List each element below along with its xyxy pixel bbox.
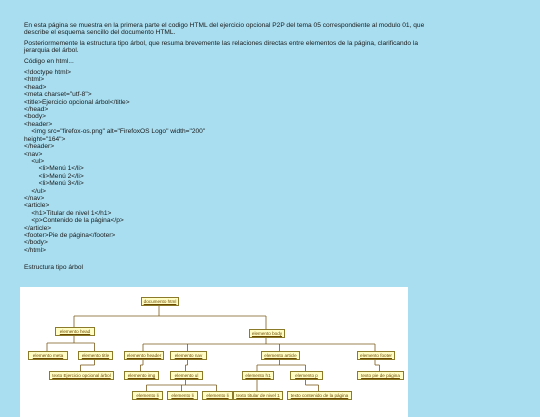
intro-paragraph-1: En esta página se muestra en la primera … — [24, 22, 425, 37]
code-line: <ul> — [24, 157, 45, 165]
code-line: <meta charset="utf-8"> — [24, 91, 92, 99]
html-code-block: <!doctype html> <html> <head> <meta char… — [24, 69, 444, 254]
tree-node-img: elemento img — [124, 371, 159, 380]
code-line: <header> — [24, 120, 53, 128]
code-line: <title>Ejercicio opcional árbol</title> — [24, 98, 130, 106]
code-intro-label: Código en html... — [24, 57, 74, 65]
tree-node-body: elemento body — [249, 329, 285, 338]
code-line: </article> — [24, 224, 52, 232]
tree-node-h1: elemento h1 — [242, 371, 274, 380]
tree-node-footer: elemento footer — [357, 351, 395, 360]
code-line: <article> — [24, 202, 50, 210]
tree-node-ptxt: texto contenido de la página — [287, 391, 352, 400]
code-line: height="164"> — [24, 135, 66, 143]
code-line: <h1>Titular de nivel 1</h1> — [24, 209, 112, 217]
code-line: <li>Menú 2</li> — [24, 172, 84, 180]
code-line: </html> — [24, 246, 46, 254]
page-content: En esta página se muestra en la primera … — [24, 22, 444, 275]
code-line: <body> — [24, 113, 46, 121]
code-line: </body> — [24, 239, 48, 247]
intro-paragraph-2: Posteriormemente la estructura tipo árbo… — [24, 39, 419, 55]
tree-heading: Estructura tipo árbol — [24, 264, 84, 272]
code-line: <li>Menú 1</li> — [24, 165, 84, 173]
tree-diagram: documento html elemento head elemento body… — [20, 287, 408, 417]
tree-node-p: elemento p — [290, 371, 323, 380]
tree-node-h1txt: texto titular de nivel 1 — [233, 391, 283, 400]
code-line: </ul> — [24, 187, 46, 195]
code-line: </header> — [24, 143, 55, 151]
code-line: <html> — [24, 76, 45, 84]
code-line: </head> — [24, 106, 49, 114]
code-line: <head> — [24, 83, 47, 91]
code-line: <nav> — [24, 150, 43, 158]
tree-node-li3: elemento li — [202, 391, 233, 400]
tree-node-nav: elemento nav — [170, 351, 207, 360]
tree-node-header: elemento header — [124, 351, 164, 360]
tree-node-footertxt: texto pie de página — [357, 371, 404, 380]
tree-connectors — [46, 305, 380, 391]
tree-node-li1: elemento li — [132, 391, 163, 400]
tree-node-title: elemento title — [78, 351, 113, 360]
tree-node-li2: elemento li — [167, 391, 198, 400]
code-line: <footer>Pie de página</footer> — [24, 231, 116, 239]
code-line: <li>Menú 3</li> — [24, 180, 84, 188]
tree-node-titletxt: texto Ejercicio opcional árbol — [49, 371, 114, 380]
tree-node-meta: elemento meta — [28, 351, 68, 360]
tree-node-ul: elemento ul — [170, 371, 203, 380]
tree-node-article: elemento article — [261, 351, 300, 360]
code-line: </nav> — [24, 194, 45, 202]
code-line: <img src="firefox-os.png" alt="FirefoxOS… — [24, 128, 206, 136]
code-line: <p>Contenido de la página</p> — [24, 217, 124, 225]
tree-node-head: elemento head — [55, 327, 95, 336]
tree-node-doc: documento html — [141, 297, 179, 306]
code-line: <!doctype html> — [24, 69, 71, 77]
